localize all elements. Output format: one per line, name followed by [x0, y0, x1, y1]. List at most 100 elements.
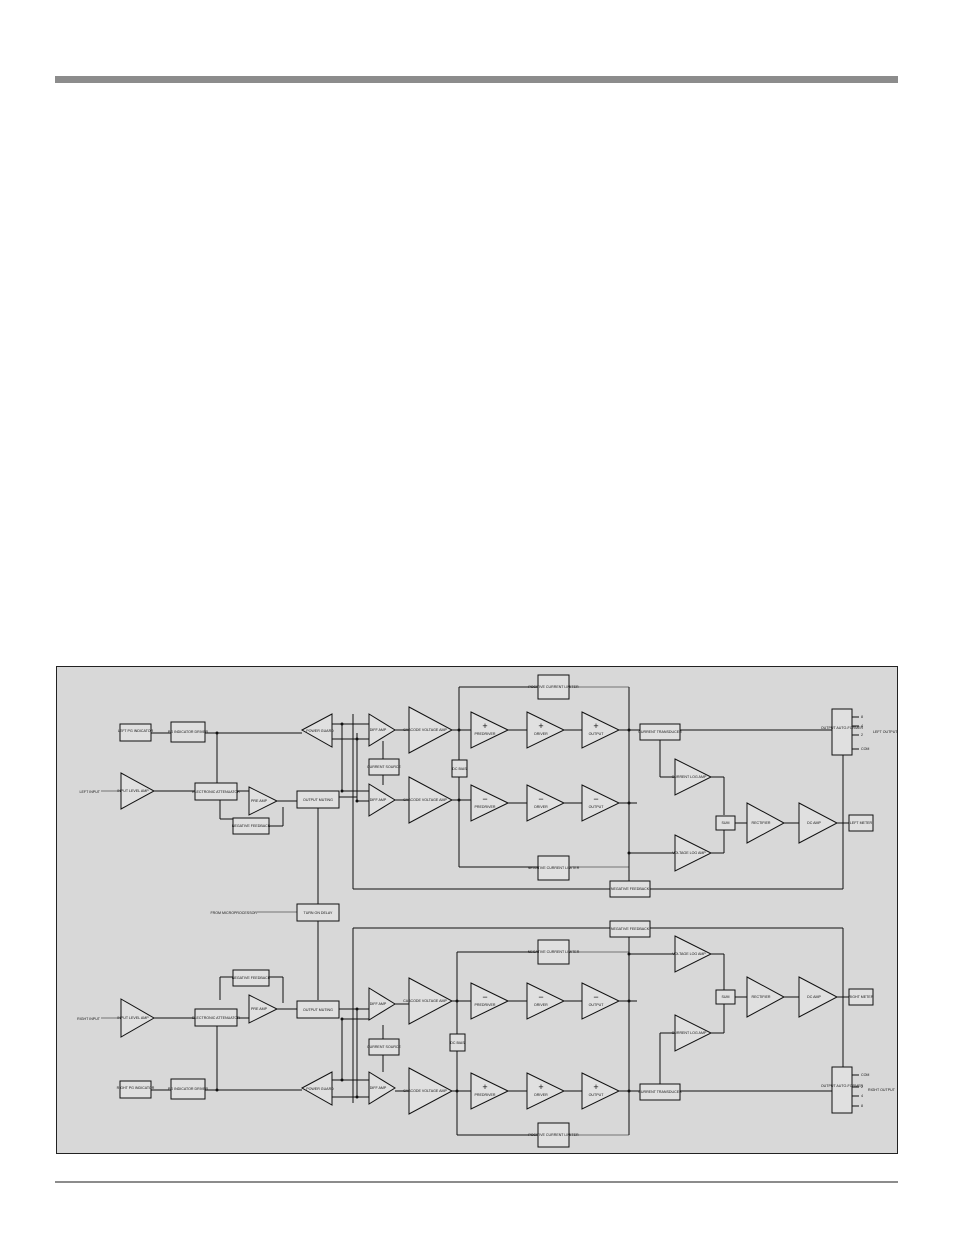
top-rule: [55, 76, 898, 83]
svg-text:DC BIAS: DC BIAS: [450, 1041, 465, 1045]
svg-text:−: −: [538, 992, 543, 1002]
svg-text:PREDRIVER: PREDRIVER: [475, 805, 496, 809]
svg-text:NEGATIVE FEEDBACK: NEGATIVE FEEDBACK: [232, 976, 271, 980]
right-cascode-top: CASCODE VOLTAGE AMP: [403, 977, 454, 1025]
svg-text:INPUT LEVEL AMP: INPUT LEVEL AMP: [117, 1016, 149, 1020]
svg-text:PRE AMP: PRE AMP: [251, 799, 268, 803]
right-output-pos: + OUTPUT: [581, 1072, 621, 1110]
left-negative-feedback-main: NEGATIVE FEEDBACK: [609, 880, 651, 898]
right-negative-feedback-pre: NEGATIVE FEEDBACK: [232, 969, 271, 987]
left-input-label: LEFT INPUT: [79, 790, 100, 794]
svg-text:POWER GUARD: POWER GUARD: [306, 1087, 334, 1091]
svg-text:DRIVER: DRIVER: [534, 732, 548, 736]
svg-text:NEGATIVE FEEDBACK: NEGATIVE FEEDBACK: [611, 887, 650, 891]
left-diff-amp-bottom: DIFF AMP: [368, 783, 396, 817]
left-pg-driver: PG INDICATOR DRIVER: [168, 721, 209, 743]
right-voltage-log-amp: VOLTAGE LOG AMP: [672, 935, 713, 973]
from-microprocessor-label: FROM MICROPROCESSOR: [210, 911, 257, 915]
right-current-transducer: CURRENT TRANSDUCER: [638, 1083, 682, 1101]
svg-text:DIFF AMP: DIFF AMP: [370, 728, 387, 732]
right-negative-feedback-main: NEGATIVE FEEDBACK: [609, 920, 651, 938]
left-sum: SUM: [715, 815, 736, 831]
left-meter: LEFT METER: [848, 814, 874, 832]
svg-text:POSITIVE CURRENT LIMITER: POSITIVE CURRENT LIMITER: [528, 1133, 579, 1137]
svg-text:CASCODE VOLTAGE AMP: CASCODE VOLTAGE AMP: [403, 999, 447, 1003]
svg-text:NEGATIVE FEEDBACK: NEGATIVE FEEDBACK: [232, 824, 271, 828]
left-diff-amp-top: DIFF AMP: [368, 713, 396, 747]
svg-text:−: −: [538, 794, 543, 804]
right-power-guard: POWER GUARD: [300, 1071, 334, 1106]
svg-text:RECTIFIER: RECTIFIER: [752, 995, 771, 999]
svg-text:DIFF AMP: DIFF AMP: [370, 1002, 387, 1006]
right-autoformer: OUTPUT AUTO-FORMER: [821, 1066, 863, 1114]
right-pre-amp: PRE AMP: [248, 994, 279, 1024]
svg-text:−: −: [593, 992, 598, 1002]
svg-text:INPUT LEVEL AMP: INPUT LEVEL AMP: [117, 789, 149, 793]
turn-on-delay: TURN ON DELAY: [296, 903, 340, 922]
right-electronic-attenuator: ELECTRONIC ATTENUATOR: [192, 1008, 240, 1027]
svg-text:RIGHT METER: RIGHT METER: [849, 995, 874, 999]
right-output-taps: COM 2 4 8 RIGHT OUTPUT: [852, 1073, 896, 1108]
svg-text:ELECTRONIC ATTENUATOR: ELECTRONIC ATTENUATOR: [192, 1016, 240, 1020]
svg-text:ELECTRONIC ATTENUATOR: ELECTRONIC ATTENUATOR: [192, 790, 240, 794]
bottom-rule: [55, 1181, 898, 1183]
svg-text:DRIVER: DRIVER: [534, 805, 548, 809]
svg-text:POSITIVE CURRENT LIMITER: POSITIVE CURRENT LIMITER: [528, 685, 579, 689]
left-voltage-log-amp: VOLTAGE LOG AMP: [672, 834, 713, 872]
right-output-muting: OUTPUT MUTING: [296, 1000, 340, 1019]
svg-text:DRIVER: DRIVER: [534, 1003, 548, 1007]
svg-text:−: −: [482, 992, 487, 1002]
svg-text:DC BIAS: DC BIAS: [452, 767, 467, 771]
svg-text:SUM: SUM: [722, 821, 730, 825]
svg-text:CURRENT TRANSDUCER: CURRENT TRANSDUCER: [638, 1090, 682, 1094]
svg-text:OUTPUT: OUTPUT: [589, 1093, 605, 1097]
right-channel: NEGATIVE FEEDBACK NEGATIVE CURRENT LIMIT…: [77, 920, 896, 1148]
right-pg-driver: PG INDICATOR DRIVER: [168, 1078, 209, 1100]
svg-text:+: +: [538, 1082, 543, 1092]
svg-text:DIFF AMP: DIFF AMP: [370, 1086, 387, 1090]
right-negative-limiter: NEGATIVE CURRENT LIMITER: [528, 939, 580, 965]
svg-text:LEFT PG INDICATOR: LEFT PG INDICATOR: [118, 729, 154, 733]
left-driver-neg: − DRIVER: [526, 784, 566, 822]
svg-text:COM: COM: [861, 1073, 869, 1077]
right-driver-neg: − DRIVER: [526, 982, 566, 1020]
svg-text:OUTPUT MUTING: OUTPUT MUTING: [303, 798, 333, 802]
svg-text:CURRENT TRANSDUCER: CURRENT TRANSDUCER: [638, 730, 682, 734]
left-cascode-top: CASCODE VOLTAGE AMP: [403, 706, 454, 754]
right-output-neg: − OUTPUT: [581, 982, 621, 1020]
right-current-source: CURRENT SOURCE: [367, 1038, 402, 1056]
svg-text:DC AMP: DC AMP: [807, 821, 821, 825]
svg-text:+: +: [482, 721, 487, 731]
svg-text:CURRENT LOG AMP: CURRENT LOG AMP: [672, 1031, 707, 1035]
right-driver-pos: + DRIVER: [526, 1072, 566, 1110]
left-predriver-neg: − PREDRIVER: [470, 784, 510, 822]
right-sum: SUM: [715, 989, 736, 1005]
svg-text:+: +: [482, 1082, 487, 1092]
svg-text:+: +: [593, 721, 598, 731]
left-output-neg: − OUTPUT: [581, 784, 621, 822]
left-current-source: CURRENT SOURCE: [367, 758, 402, 776]
right-predriver-pos: + PREDRIVER: [470, 1072, 510, 1110]
svg-text:OUTPUT MUTING: OUTPUT MUTING: [303, 1008, 333, 1012]
left-current-log-amp: CURRENT LOG AMP: [672, 758, 713, 796]
svg-text:−: −: [482, 794, 487, 804]
svg-text:CURRENT SOURCE: CURRENT SOURCE: [367, 1045, 401, 1049]
left-wires: [101, 686, 849, 1000]
right-positive-limiter: POSITIVE CURRENT LIMITER: [528, 1122, 579, 1148]
svg-text:CURRENT SOURCE: CURRENT SOURCE: [367, 765, 401, 769]
svg-text:CASCODE VOLTAGE AMP: CASCODE VOLTAGE AMP: [403, 1089, 447, 1093]
svg-text:NEGATIVE CURRENT LIMITER: NEGATIVE CURRENT LIMITER: [528, 866, 580, 870]
svg-text:PREDRIVER: PREDRIVER: [475, 1093, 496, 1097]
svg-text:OUTPUT: OUTPUT: [589, 1003, 605, 1007]
svg-text:RECTIFIER: RECTIFIER: [752, 821, 771, 825]
svg-text:+: +: [538, 721, 543, 731]
svg-text:VOLTAGE LOG AMP: VOLTAGE LOG AMP: [672, 952, 706, 956]
right-wires: [101, 927, 849, 1136]
svg-text:PREDRIVER: PREDRIVER: [475, 1003, 496, 1007]
left-positive-limiter: POSITIVE CURRENT LIMITER: [528, 674, 579, 700]
left-dc-bias: DC BIAS: [451, 759, 468, 778]
left-current-transducer: CURRENT TRANSDUCER: [638, 723, 682, 741]
svg-text:TURN ON DELAY: TURN ON DELAY: [304, 911, 333, 915]
block-diagram: LEFT PG INDICATOR PG INDICATOR DRIVER LE…: [56, 666, 898, 1154]
svg-text:POWER GUARD: POWER GUARD: [306, 729, 334, 733]
